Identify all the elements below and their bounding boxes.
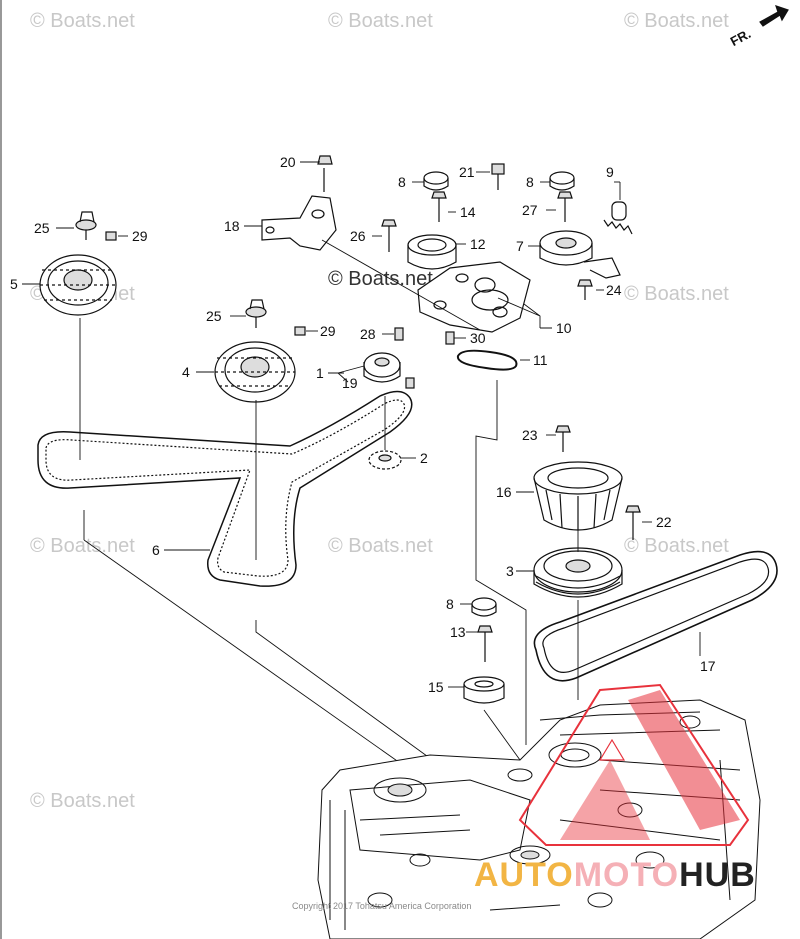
callout-15: 15: [428, 679, 444, 695]
watermark: © Boats.net: [328, 535, 433, 557]
callout-27: 27: [522, 202, 538, 218]
callout-14: 14: [460, 204, 476, 220]
tensioner-pulley-7: [539, 230, 621, 279]
callout-23: 23: [522, 427, 538, 443]
callout-6: 6: [152, 542, 160, 558]
pin-30: [445, 331, 455, 345]
callout-30: 30: [470, 330, 486, 346]
pulley-3: [533, 547, 623, 598]
o-ring-11: [456, 349, 518, 371]
callout-25: 25: [34, 220, 50, 236]
callout-8: 8: [398, 174, 406, 190]
idler-pulley-12: [407, 234, 457, 270]
watermark: © Boats.net: [328, 268, 433, 290]
callout-18: 18: [224, 218, 240, 234]
callout-2: 2: [420, 450, 428, 466]
dowel-pin-29: [105, 231, 117, 241]
watermark: © Boats.net: [30, 10, 135, 32]
pin-28: [394, 327, 404, 341]
callout-8: 8: [526, 174, 534, 190]
collar-15: [463, 676, 505, 704]
callout-3: 3: [506, 563, 514, 579]
watermark: © Boats.net: [30, 790, 135, 812]
callout-22: 22: [656, 514, 672, 530]
cam-sprocket-5: [39, 211, 117, 316]
tensioner-bracket-10: [417, 261, 531, 333]
callout-26: 26: [350, 228, 366, 244]
cap-8: [549, 171, 575, 191]
callout-4: 4: [182, 364, 190, 380]
callout-1: 1: [316, 365, 324, 381]
bolt-21: [491, 163, 505, 190]
engine-block: [317, 699, 761, 939]
callout-29: 29: [132, 228, 148, 244]
callout-29: 29: [320, 323, 336, 339]
brand-part-c: HUB: [679, 856, 756, 894]
callout-19: 19: [342, 375, 358, 391]
watermark: © Boats.net: [30, 535, 135, 557]
dowel-pin-29: [294, 326, 306, 336]
copyright-notice: Copyright 2017 Tohatsu America Corporati…: [292, 901, 472, 911]
cap-8: [423, 171, 449, 191]
callout-5: 5: [10, 276, 18, 292]
callout-17: 17: [700, 658, 716, 674]
callout-9: 9: [606, 164, 614, 180]
callout-12: 12: [470, 236, 486, 252]
v-belt-17: [533, 550, 778, 682]
callout-13: 13: [450, 624, 466, 640]
callout-10: 10: [556, 320, 572, 336]
direction-arrow-icon: [759, 5, 789, 27]
bolt-23: [555, 425, 571, 452]
watermark: © Boats.net: [624, 535, 729, 557]
bolt-26: [381, 219, 397, 252]
brand-part-b: MOTO: [573, 856, 680, 894]
callout-11: 11: [533, 352, 548, 368]
watermark: © Boats.net: [328, 10, 433, 32]
bolt-27: [557, 191, 573, 222]
crank-sprocket-1: [363, 352, 401, 383]
spring-9: [603, 201, 633, 235]
callout-28: 28: [360, 326, 376, 342]
bracket-18: [261, 155, 337, 251]
callout-20: 20: [280, 154, 296, 170]
crank-sprocket-2: [368, 450, 402, 470]
callout-16: 16: [496, 484, 512, 500]
cap-8: [471, 597, 497, 617]
watermark: © Boats.net: [624, 10, 729, 32]
callout-21: 21: [459, 164, 475, 180]
logo-icon: [518, 683, 750, 846]
brand-logo-text: AUTOMOTOHUB: [474, 856, 756, 895]
watermark: © Boats.net: [624, 283, 729, 305]
callout-7: 7: [516, 238, 524, 254]
callout-24: 24: [606, 282, 622, 298]
callout-8: 8: [446, 596, 454, 612]
cam-sprocket-4: [214, 299, 296, 403]
bolt-13: [477, 625, 493, 662]
bolt-14: [431, 191, 447, 222]
brand-part-a: AUTO: [474, 856, 574, 894]
bolt-22: [625, 505, 641, 540]
callout-25: 25: [206, 308, 222, 324]
timing-belt-6: [37, 390, 413, 587]
bolt-24: [577, 279, 593, 300]
key-19: [405, 377, 415, 389]
